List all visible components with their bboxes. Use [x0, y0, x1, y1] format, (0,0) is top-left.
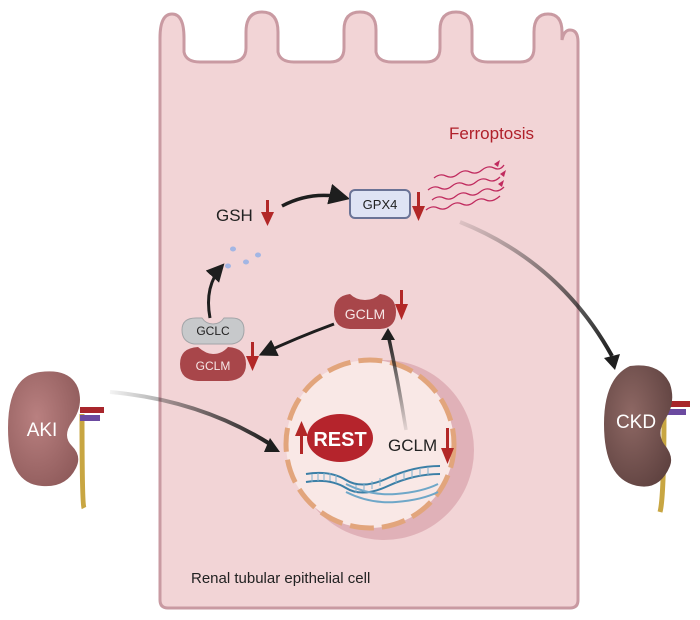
gsh-molecules	[225, 246, 261, 269]
aki-label: AKI	[27, 420, 58, 441]
gclm-nucleus-down-arrow	[441, 428, 454, 464]
gclm-nucleus-label: GCLM	[388, 436, 437, 455]
gpx4-label: GPX4	[363, 197, 398, 212]
gsh-label: GSH	[216, 206, 253, 225]
cell-label: Renal tubular epithelial cell	[191, 570, 370, 587]
rest-up-arrow	[295, 421, 308, 454]
ckd-label: CKD	[616, 412, 656, 433]
gclm-complex-label: GCLM	[196, 359, 231, 373]
gpx4-box	[349, 189, 411, 219]
dna-base-pairs	[311, 467, 429, 493]
gclc-label: GCLC	[196, 324, 230, 338]
ferroptosis-label: Ferroptosis	[449, 124, 534, 143]
gpx4-down-arrow	[412, 192, 425, 221]
gsh-down-arrow	[261, 200, 274, 226]
arrow-gsh-to-gpx4	[281, 183, 351, 208]
arrow-nucleus-to-cytoplasm	[386, 333, 408, 431]
gclc-gclm-complex: GCLC GCLM	[180, 317, 246, 381]
arrow-aki-to-nucleus	[109, 390, 272, 446]
gclm-cytoplasm-down-arrow	[395, 290, 408, 320]
wave-arrowheads	[494, 160, 506, 187]
ckd-kidney	[604, 365, 690, 513]
aki-kidney	[8, 371, 104, 510]
arrow-complex-to-gsh	[205, 263, 225, 319]
complex-down-arrow	[246, 342, 259, 371]
arrow-gpx4-to-ckd-head	[604, 354, 620, 370]
rest-label: REST	[313, 429, 366, 451]
lipid-peroxidation-waves	[425, 164, 505, 211]
rest-protein	[307, 414, 373, 462]
arrow-gpx4-to-ckd	[459, 220, 614, 357]
gclm-protein-complex	[180, 347, 246, 381]
arrow-gclm-to-complex	[258, 322, 335, 357]
gclm-protein-cytoplasm	[334, 294, 396, 329]
gclm-cytoplasm-label: GCLM	[345, 306, 385, 322]
arrow-aki-to-nucleus-head	[264, 438, 280, 452]
gclc-protein	[181, 317, 245, 345]
arrow-nucleus-to-cytoplasm-head	[381, 328, 395, 340]
